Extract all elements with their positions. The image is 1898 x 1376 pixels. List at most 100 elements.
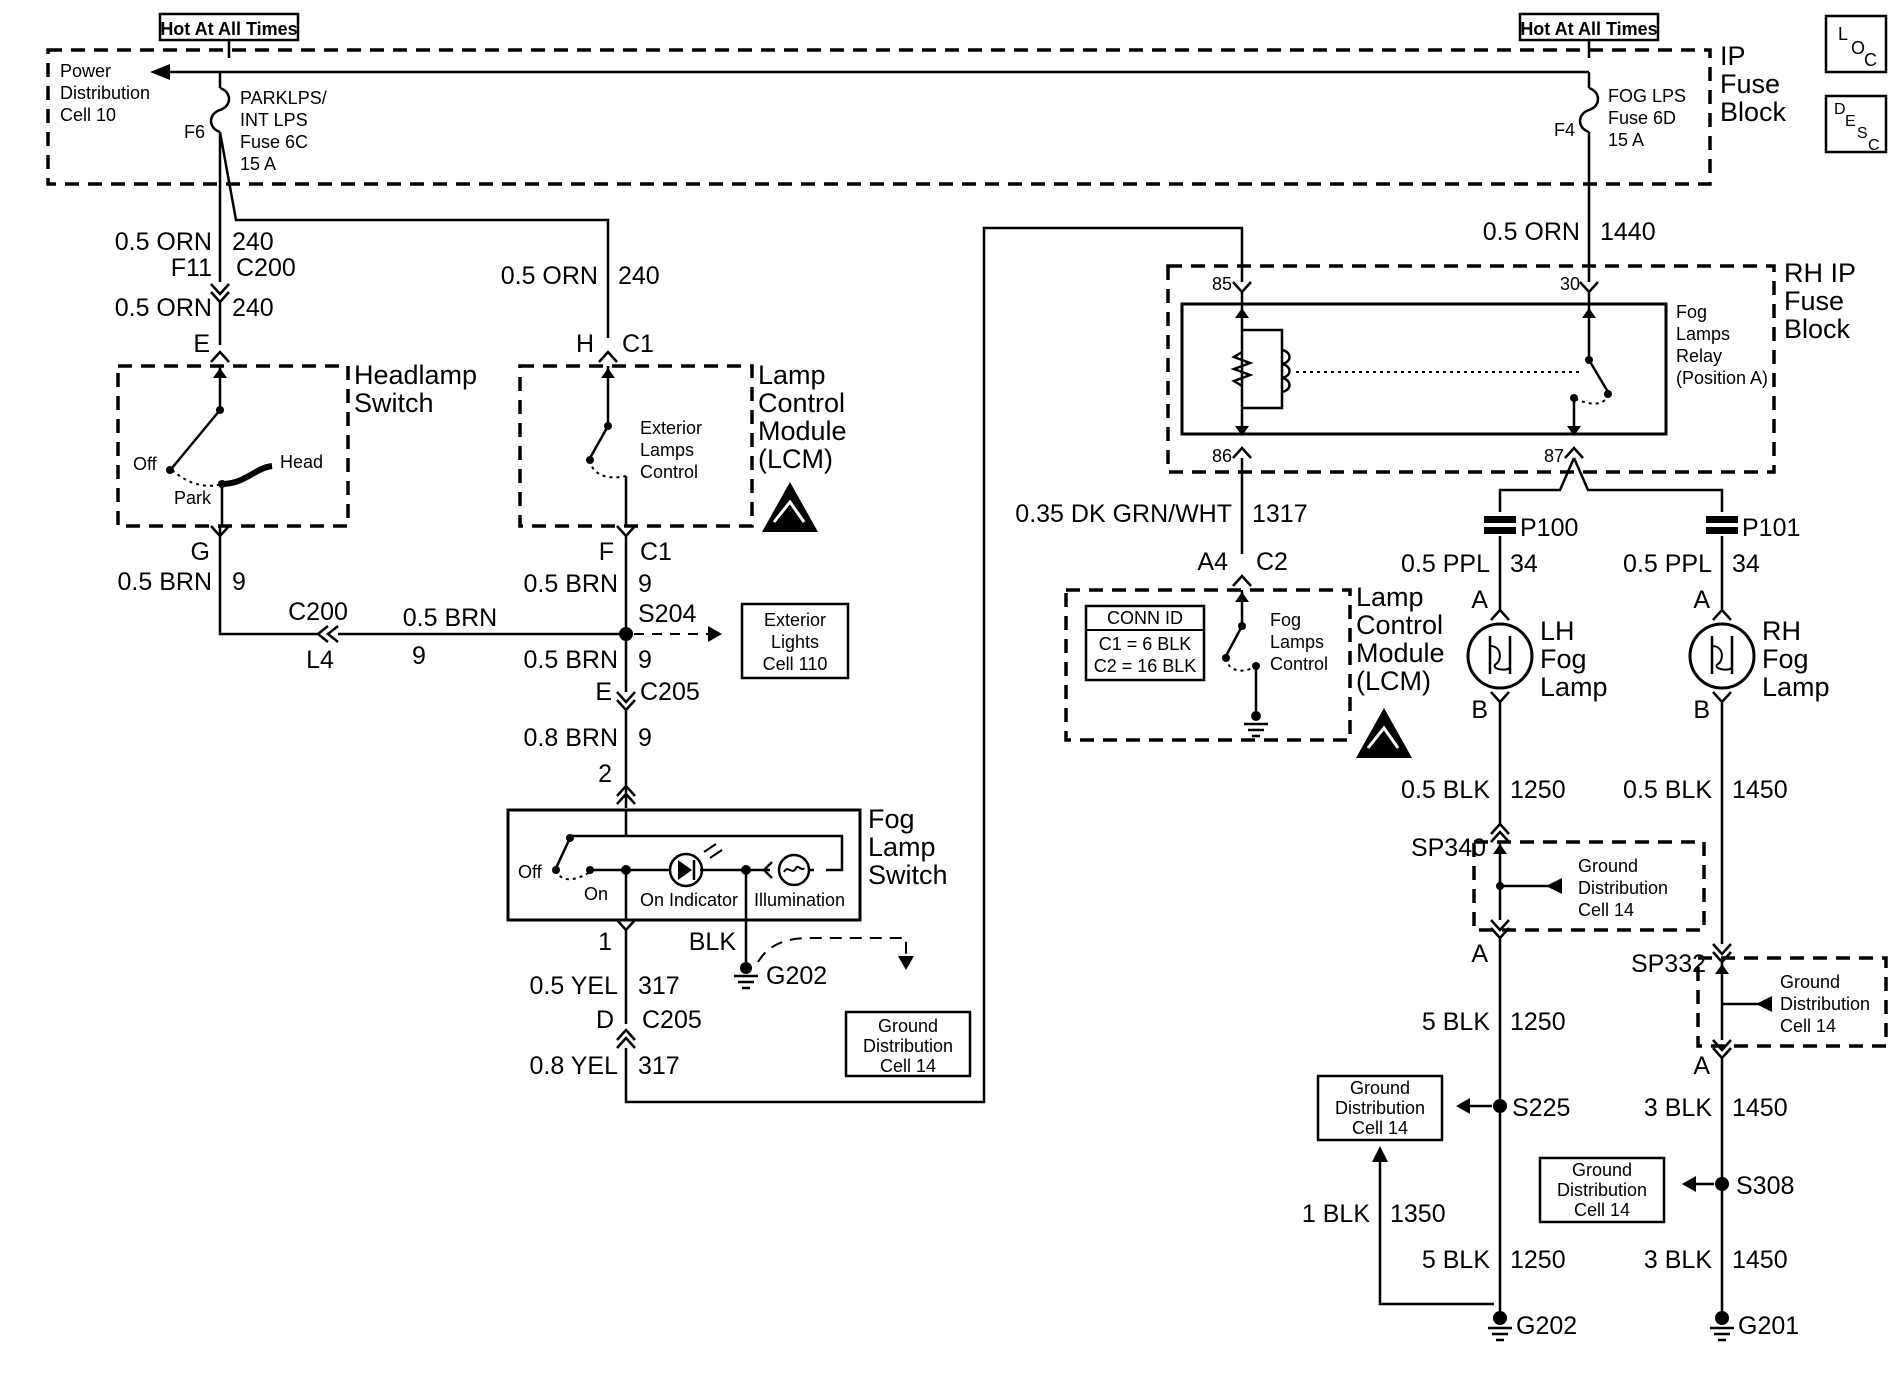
fog-switch-on-label: On [584,884,608,904]
svg-text:O: O [1851,38,1865,58]
svg-text:Block: Block [1784,314,1851,344]
wire-1250-b: 5 BLK 1250 [1422,1008,1566,1036]
on-indicator-led-icon [668,843,723,888]
lcm-exterior-box [518,364,754,528]
svg-text:Control: Control [758,388,845,418]
splice-s308: S308 [1682,1172,1794,1200]
svg-text:C: C [1864,50,1877,70]
svg-text:Fog: Fog [1540,644,1587,674]
wire-317-b: 0.8 YEL 317 [529,1052,679,1080]
headlamp-off-label: Off [133,454,158,474]
svg-text:LH: LH [1540,616,1575,646]
svg-text:FOG LPS: FOG LPS [1608,86,1686,106]
svg-text:Exterior: Exterior [764,610,826,630]
svg-text:15 A: 15 A [1608,130,1644,150]
svg-text:1250: 1250 [1510,776,1566,804]
svg-text:Power: Power [60,61,111,81]
headlamp-switch-box [116,364,350,528]
hot-label-left: Hot At All Times [160,19,297,39]
sp332-box [1696,956,1888,1048]
ground-g202-switch: G202 [734,962,827,990]
hot-label-right: Hot At All Times [1520,19,1657,39]
svg-text:L: L [1838,24,1848,44]
loc-badge[interactable]: L O C [1824,14,1888,74]
illumination-lamp-icon [762,853,811,887]
svg-text:5 BLK: 5 BLK [1422,1246,1490,1274]
wire-9-d: 0.5 BRN 9 [524,646,652,674]
svg-text:1440: 1440 [1600,218,1656,246]
sp332-ground-distribution-label[interactable]: Ground Distribution Cell 14 [1780,972,1870,1036]
svg-text:Control: Control [640,462,698,482]
svg-text:C: C [1868,137,1880,154]
svg-text:34: 34 [1732,550,1760,578]
svg-text:Lamps: Lamps [1676,324,1730,344]
svg-text:9: 9 [638,646,652,674]
exterior-lights-cell-110[interactable]: Exterior Lights Cell 110 [740,602,850,680]
conn-id-table: CONN ID C1 = 6 BLK C2 = 16 BLK [1084,604,1206,682]
svg-text:(LCM): (LCM) [1356,666,1431,696]
svg-text:S225: S225 [1512,1094,1570,1122]
sp340-box [1472,840,1706,932]
svg-text:Module: Module [758,416,847,446]
connector-c200-l4: C200 L4 [288,598,348,674]
headlamp-park-label: Park [174,488,212,508]
svg-text:0.5 ORN: 0.5 ORN [501,262,598,290]
svg-text:0.5 PPL: 0.5 PPL [1401,550,1490,578]
svg-text:C200: C200 [236,254,296,282]
svg-text:3 BLK: 3 BLK [1644,1246,1712,1274]
svg-text:0.5 PPL: 0.5 PPL [1623,550,1712,578]
sp340-ground-distribution-label[interactable]: Ground Distribution Cell 14 [1578,856,1668,920]
svg-text:E: E [1845,113,1856,130]
lcm-fog-inner-label: Fog Lamps Control [1270,610,1328,674]
svg-text:0.5 ORN: 0.5 ORN [115,294,212,322]
svg-text:Fog: Fog [1270,610,1301,630]
connector-c1-bottom: C1 [640,538,672,566]
wire-240-b: 0.5 ORN 240 [115,294,274,322]
s225-ground-distribution[interactable]: Ground Distribution Cell 14 [1316,1074,1444,1142]
svg-text:34: 34 [1510,550,1538,578]
headlamp-head-label: Head [280,452,323,472]
svg-text:INT LPS: INT LPS [240,110,308,130]
svg-text:9: 9 [638,570,652,598]
svg-text:Ground: Ground [1350,1078,1410,1098]
svg-text:S204: S204 [638,600,696,628]
esd-icon [762,482,818,532]
svg-text:1450: 1450 [1732,1094,1788,1122]
svg-text:0.5 BLK: 0.5 BLK [1623,776,1712,804]
svg-text:0.5 BLK: 0.5 BLK [1401,776,1490,804]
svg-text:Switch: Switch [868,860,948,890]
s308-ground-distribution[interactable]: Ground Distribution Cell 14 [1538,1156,1666,1224]
sp340-pin-a: A [1471,940,1488,968]
svg-text:Lamp: Lamp [868,832,936,862]
svg-text:0.5 BRN: 0.5 BRN [118,568,212,596]
svg-text:Distribution: Distribution [1578,878,1668,898]
fuse-f4-id: F4 [1554,120,1575,140]
svg-text:Distribution: Distribution [1557,1180,1647,1200]
svg-text:RH: RH [1762,616,1801,646]
svg-text:C1 = 6 BLK: C1 = 6 BLK [1099,634,1192,654]
svg-text:Distribution: Distribution [60,83,150,103]
svg-text:Cell 14: Cell 14 [1574,1200,1630,1220]
relay-pin-86: 86 [1212,446,1232,466]
ground-distribution-cell-14-switch[interactable]: Ground Distribution Cell 14 [844,1010,972,1078]
wire-9-c: 0.5 BRN 9 [524,570,652,598]
svg-text:Lamp: Lamp [1762,672,1830,702]
lcm-fog-title: Lamp Control Module (LCM) [1356,582,1445,696]
fog-lamp-switch-box [506,808,862,922]
connector-c205-bottom: C205 [642,1006,702,1034]
lh-lamp-pin-a: A [1471,586,1488,614]
svg-text:Cell 14: Cell 14 [1780,1016,1836,1036]
splice-pack-sp332: SP332 [1631,950,1706,978]
svg-text:9: 9 [412,642,426,670]
svg-text:Lamps: Lamps [640,440,694,460]
svg-text:G201: G201 [1738,1312,1799,1340]
svg-text:Ground: Ground [878,1016,938,1036]
wire-1440: 0.5 ORN 1440 [1483,218,1656,246]
relay-pin-87: 87 [1544,446,1564,466]
svg-text:3 BLK: 3 BLK [1644,1094,1712,1122]
connector-a4: A4 [1197,548,1228,576]
svg-text:Ground: Ground [1572,1160,1632,1180]
desc-badge[interactable]: D E S C [1824,94,1888,154]
svg-text:1250: 1250 [1510,1008,1566,1036]
